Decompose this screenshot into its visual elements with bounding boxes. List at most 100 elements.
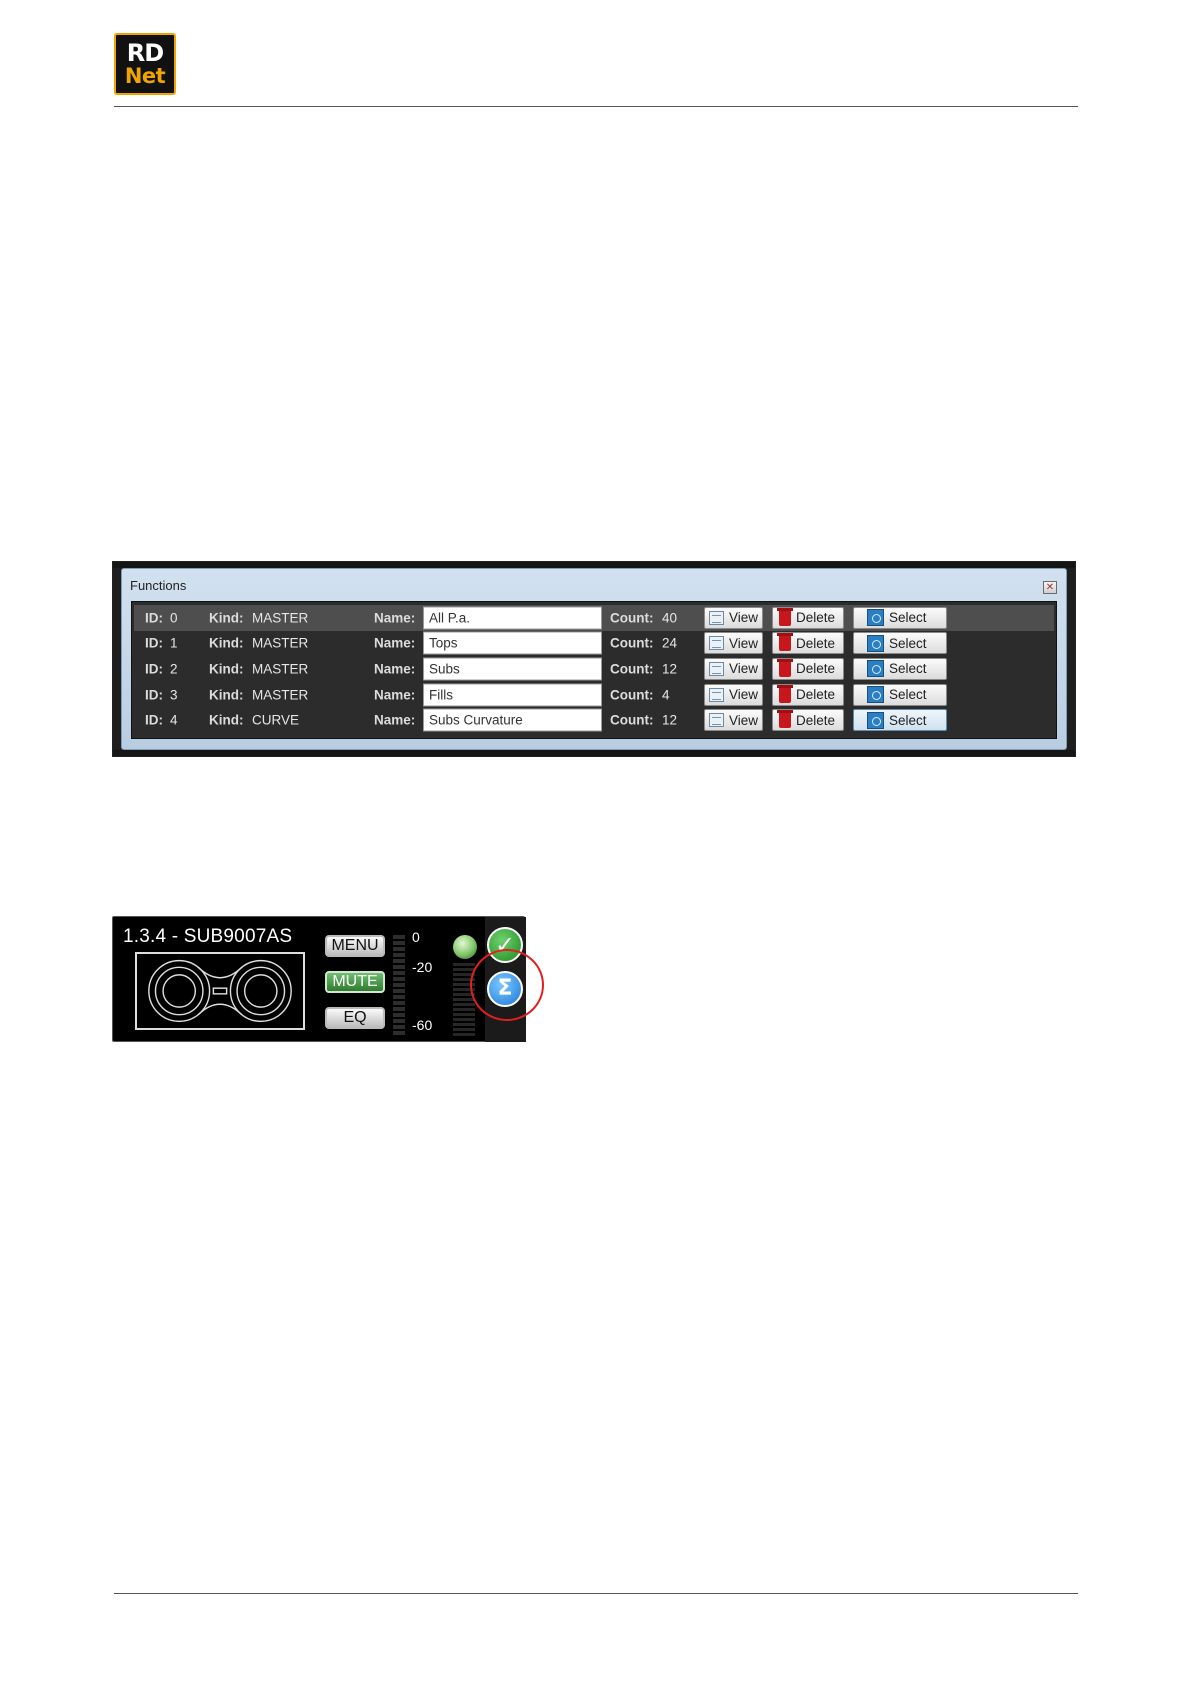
view-button[interactable]: View <box>704 632 763 655</box>
meter-label: -60 <box>412 1017 433 1033</box>
kind-value: MASTER <box>252 661 309 677</box>
select-button[interactable]: Select <box>853 683 947 706</box>
output-meter <box>453 963 475 1037</box>
signal-led-icon <box>453 935 477 959</box>
select-button[interactable]: Select <box>853 632 947 655</box>
view-button[interactable]: View <box>704 606 763 629</box>
view-button[interactable]: View <box>704 657 763 680</box>
list-icon <box>709 661 724 676</box>
count-value: 40 <box>662 610 678 626</box>
select-button-label: Select <box>889 610 927 626</box>
id-value: 1 <box>170 635 178 651</box>
select-button-label: Select <box>889 712 927 728</box>
name-input[interactable]: Fills <box>423 683 602 707</box>
menu-button[interactable]: MENU <box>325 935 385 957</box>
delete-button-label: Delete <box>796 712 836 728</box>
name-input[interactable]: Subs <box>423 657 602 681</box>
close-icon[interactable]: ✕ <box>1043 581 1057 594</box>
view-button-label: View <box>728 635 758 651</box>
background-strip <box>113 750 1075 756</box>
delete-button-label: Delete <box>796 610 836 626</box>
id-label: ID: <box>145 687 163 703</box>
function-row[interactable]: ID: 0 Kind: MASTER Name: All P.a. Count:… <box>134 605 1054 631</box>
select-button-label: Select <box>889 687 927 703</box>
name-label: Name: <box>374 712 416 728</box>
select-button-label: Select <box>889 635 927 651</box>
count-label: Count: <box>610 661 654 677</box>
delete-button[interactable]: Delete <box>772 606 844 629</box>
function-row[interactable]: ID: 1 Kind: MASTER Name: Tops Count: 24 … <box>134 631 1054 657</box>
meter-label: -20 <box>412 959 433 975</box>
id-value: 0 <box>170 610 178 626</box>
footer-rule <box>114 1593 1078 1594</box>
eq-button[interactable]: EQ <box>325 1007 385 1029</box>
level-meter <box>393 935 405 1037</box>
id-value: 4 <box>170 712 178 728</box>
list-icon <box>709 713 724 728</box>
delete-button-label: Delete <box>796 661 836 677</box>
header-rule <box>114 106 1078 107</box>
kind-label: Kind: <box>209 661 244 677</box>
delete-button[interactable]: Delete <box>772 632 844 655</box>
trash-icon <box>777 658 793 677</box>
speaker-select-icon <box>867 686 884 704</box>
kind-label: Kind: <box>209 687 244 703</box>
count-label: Count: <box>610 687 654 703</box>
functions-screenshot: Functions ✕ ID: 0 Kind: MASTER Name: All… <box>112 561 1076 757</box>
count-label: Count: <box>610 610 654 626</box>
kind-label: Kind: <box>209 610 244 626</box>
delete-button-label: Delete <box>796 687 836 703</box>
id-label: ID: <box>145 635 163 651</box>
list-icon <box>709 636 724 651</box>
count-label: Count: <box>610 712 654 728</box>
rdnet-logo: RD Net <box>114 33 176 95</box>
delete-button[interactable]: Delete <box>772 709 844 732</box>
name-input[interactable]: Subs Curvature <box>423 708 602 732</box>
device-title: 1.3.4 - SUB9007AS <box>123 926 293 947</box>
name-input[interactable]: All P.a. <box>423 606 602 630</box>
list-icon <box>709 687 724 702</box>
functions-window: Functions ✕ ID: 0 Kind: MASTER Name: All… <box>121 568 1067 750</box>
id-value: 2 <box>170 661 178 677</box>
name-input[interactable]: Tops <box>423 631 602 655</box>
view-button-label: View <box>728 712 758 728</box>
function-row[interactable]: ID: 3 Kind: MASTER Name: Fills Count: 4 … <box>134 682 1054 708</box>
view-button[interactable]: View <box>704 709 763 732</box>
subwoofer-icon <box>135 952 305 1030</box>
id-value: 3 <box>170 687 178 703</box>
view-button-label: View <box>728 687 758 703</box>
function-row[interactable]: ID: 4 Kind: CURVE Name: Subs Curvature C… <box>134 707 1054 733</box>
id-label: ID: <box>145 661 163 677</box>
function-row[interactable]: ID: 2 Kind: MASTER Name: Subs Count: 12 … <box>134 656 1054 682</box>
delete-button[interactable]: Delete <box>772 657 844 680</box>
trash-icon <box>777 633 793 652</box>
name-label: Name: <box>374 661 416 677</box>
delete-button[interactable]: Delete <box>772 683 844 706</box>
list-icon <box>709 610 724 625</box>
kind-value: MASTER <box>252 610 309 626</box>
background-strip <box>113 562 1075 568</box>
id-label: ID: <box>145 712 163 728</box>
select-button[interactable]: Select <box>853 606 947 629</box>
delete-button-label: Delete <box>796 635 836 651</box>
logo-line-1: RD <box>126 39 164 67</box>
count-label: Count: <box>610 635 654 651</box>
kind-value: MASTER <box>252 687 309 703</box>
device-panel: 1.3.4 - SUB9007AS MENU MUTE EQ 0 -20 -60… <box>112 916 526 1042</box>
name-label: Name: <box>374 687 416 703</box>
trash-icon <box>777 607 793 626</box>
name-label: Name: <box>374 635 416 651</box>
trash-icon <box>777 684 793 703</box>
kind-label: Kind: <box>209 712 244 728</box>
view-button[interactable]: View <box>704 683 763 706</box>
view-button-label: View <box>728 661 758 677</box>
select-button[interactable]: Select <box>853 657 947 680</box>
logo-line-2: Net <box>124 64 166 88</box>
count-value: 12 <box>662 712 678 728</box>
mute-button[interactable]: MUTE <box>325 971 385 993</box>
select-button[interactable]: Select <box>853 709 947 732</box>
count-value: 12 <box>662 661 678 677</box>
speaker-select-icon <box>867 711 884 729</box>
speaker-select-icon <box>867 634 884 652</box>
functions-list: ID: 0 Kind: MASTER Name: All P.a. Count:… <box>131 601 1057 739</box>
